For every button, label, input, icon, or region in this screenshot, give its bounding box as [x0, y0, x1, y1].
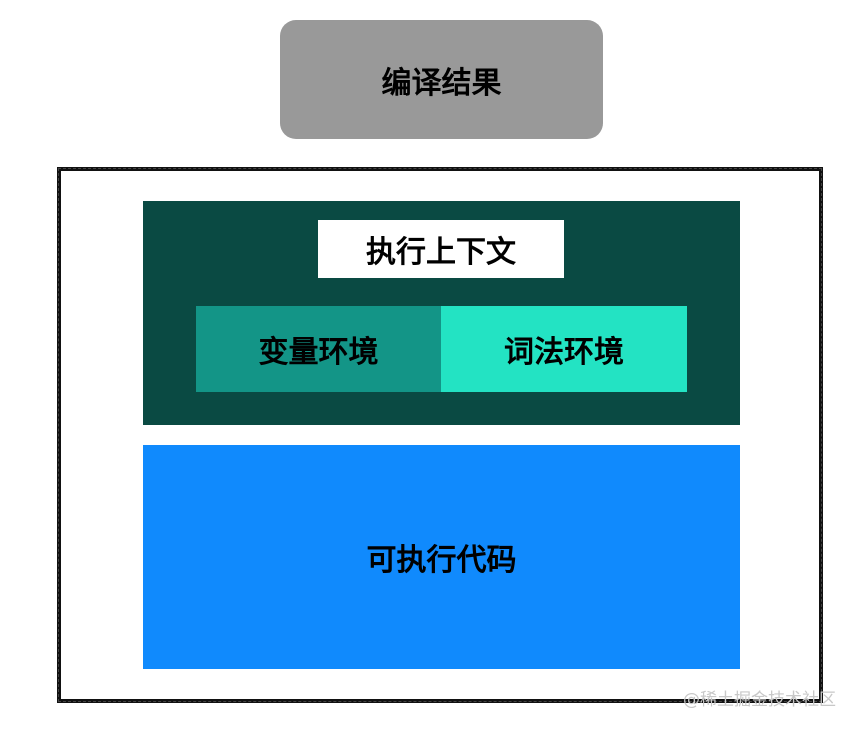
variable-environment-box: 变量环境	[196, 306, 441, 392]
lexical-environment-box: 词法环境	[441, 306, 687, 392]
compile-result-label: 编译结果	[381, 65, 502, 101]
watermark: @稀土掘金技术社区	[683, 690, 836, 710]
execution-context-label-box: 执行上下文	[318, 220, 564, 278]
lexical-environment-label: 词法环境	[504, 335, 624, 370]
executable-code-label: 可执行代码	[366, 543, 517, 578]
executable-code-box: 可执行代码	[143, 445, 740, 669]
variable-environment-label: 变量环境	[258, 335, 379, 370]
compile-result-box: 编译结果	[280, 20, 603, 139]
execution-context-label: 执行上下文	[366, 235, 516, 270]
